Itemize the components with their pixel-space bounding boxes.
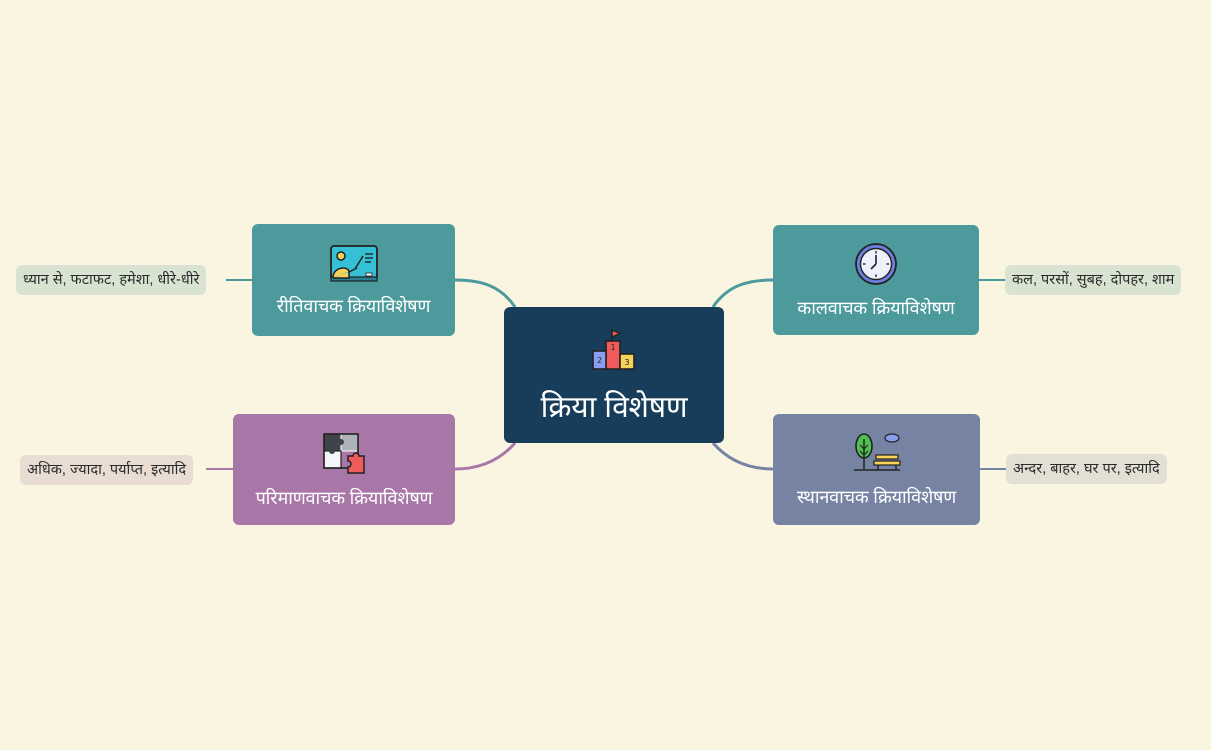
branch-label-time: कालवाचक क्रियाविशेषण: [797, 298, 955, 318]
puzzle-icon: [323, 433, 365, 474]
leaf-examples-place[interactable]: अन्दर, बाहर, घर पर, इत्यादि: [1006, 454, 1167, 484]
park-tree-bench-icon: [853, 433, 901, 471]
branch-node-manner[interactable]: रीतिवाचक क्रियाविशेषण: [252, 224, 455, 336]
branch-node-quantity[interactable]: परिमाणवाचक क्रियाविशेषण: [233, 414, 455, 525]
clock-icon: [855, 243, 897, 285]
svg-text:2: 2: [597, 356, 602, 365]
central-topic-label: क्रिया विशेषण: [540, 391, 688, 424]
branch-label-manner: रीतिवाचक क्रियाविशेषण: [276, 296, 431, 316]
teacher-board-icon: [329, 245, 378, 282]
leaf-examples-manner[interactable]: ध्यान से, फटाफट, हमेशा, धीरे-धीरे: [16, 265, 207, 295]
podium-icon: 1 2 3: [592, 328, 635, 370]
leaf-examples-time[interactable]: कल, परसों, सुबह, दोपहर, शाम: [1005, 265, 1182, 295]
branch-node-place[interactable]: स्थानवाचक क्रियाविशेषण: [773, 414, 980, 525]
branch-label-place: स्थानवाचक क्रियाविशेषण: [796, 487, 957, 507]
branch-label-quantity: परिमाणवाचक क्रियाविशेषण: [255, 488, 433, 508]
svg-text:3: 3: [624, 358, 629, 367]
central-topic-node[interactable]: 1 2 3 क्रिया विशेषण: [504, 307, 724, 443]
leaf-examples-quantity[interactable]: अधिक, ज्यादा, पर्याप्त, इत्यादि: [20, 455, 194, 485]
branch-node-time[interactable]: कालवाचक क्रियाविशेषण: [773, 225, 979, 335]
svg-text:1: 1: [610, 343, 615, 352]
